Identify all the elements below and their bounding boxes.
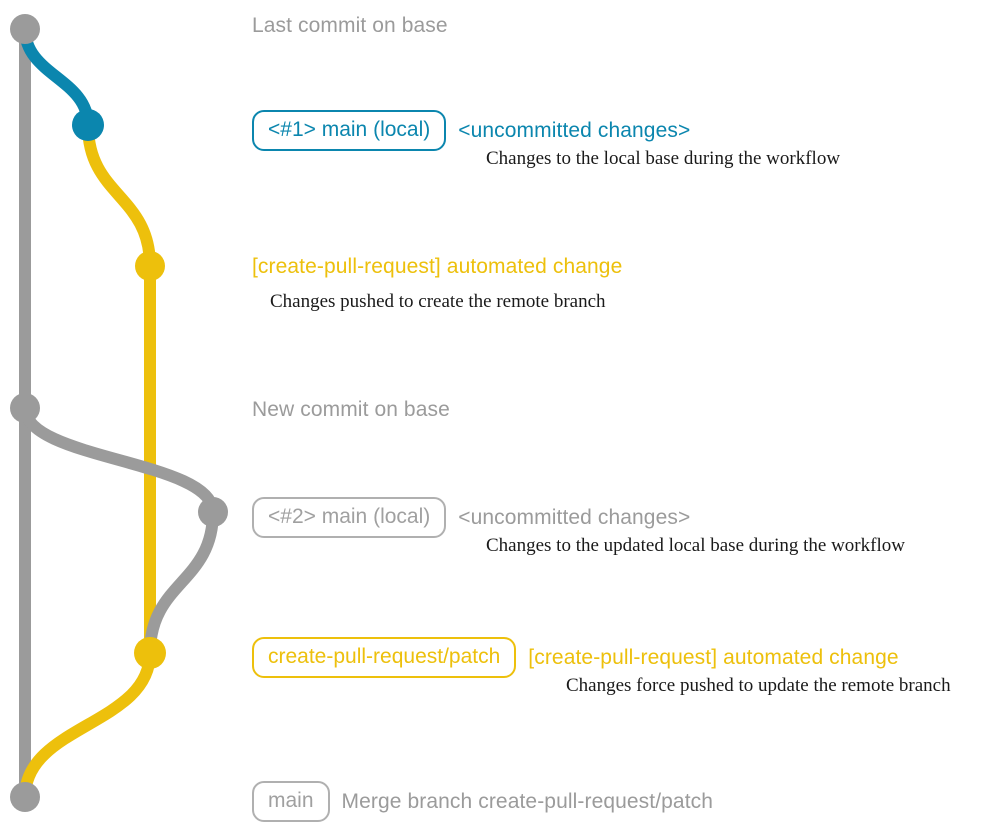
subtext-updated-local-base-changes: Changes to the updated local base during… [486,535,905,556]
node-local-commit-1[interactable] [72,109,104,141]
badge-main-local-1[interactable]: <#1> main (local) [252,110,447,151]
headline-uncommitted-changes-2: <uncommitted changes> [458,506,691,529]
subtext-local-base-changes: Changes to the local base during the wor… [486,148,841,169]
headline-merge-branch: Merge branch create-pull-request/patch [341,790,714,813]
row-commit-1-local: <#1> main (local) <uncommitted changes> [252,110,690,151]
headline-uncommitted-changes-1: <uncommitted changes> [458,119,691,142]
edge-patch-2-to-merge [19,647,156,803]
row-merge-commit: main Merge branch create-pull-request/pa… [252,781,713,822]
badge-create-pull-request-patch[interactable]: create-pull-request/patch [252,637,517,678]
node-base-top[interactable] [10,14,40,44]
subtext-changes-pushed: Changes pushed to create the remote bran… [270,291,606,312]
subtext-changes-force-pushed: Changes force pushed to update the remot… [566,675,951,696]
headline-automated-change-2: [create-pull-request] automated change [528,646,899,669]
headline-last-commit-on-base: Last commit on base [252,14,448,37]
row-last-commit-on-base: Last commit on base [252,15,448,36]
headline-automated-change-1: [create-pull-request] automated change [252,255,623,278]
node-patch-commit-1[interactable] [135,251,165,281]
row-automated-change-2: create-pull-request/patch [create-pull-r… [252,637,899,678]
git-graph [10,14,228,812]
row-automated-change-1: [create-pull-request] automated change [252,256,622,277]
edge-local-2-to-patch-2 [144,506,219,659]
node-merge-commit[interactable] [10,782,40,812]
row-new-commit-on-base: New commit on base [252,399,450,420]
node-local-commit-2[interactable] [198,497,228,527]
node-patch-commit-2[interactable] [134,637,166,669]
badge-main[interactable]: main [252,781,330,822]
edge-local-1-to-patch-1 [82,119,156,272]
headline-new-commit-on-base: New commit on base [252,398,450,421]
badge-main-local-2[interactable]: <#2> main (local) [252,497,447,538]
node-base-new-commit[interactable] [10,393,40,423]
row-commit-2-local: <#2> main (local) <uncommitted changes> [252,497,690,538]
edge-base-to-local-2 [19,402,219,518]
